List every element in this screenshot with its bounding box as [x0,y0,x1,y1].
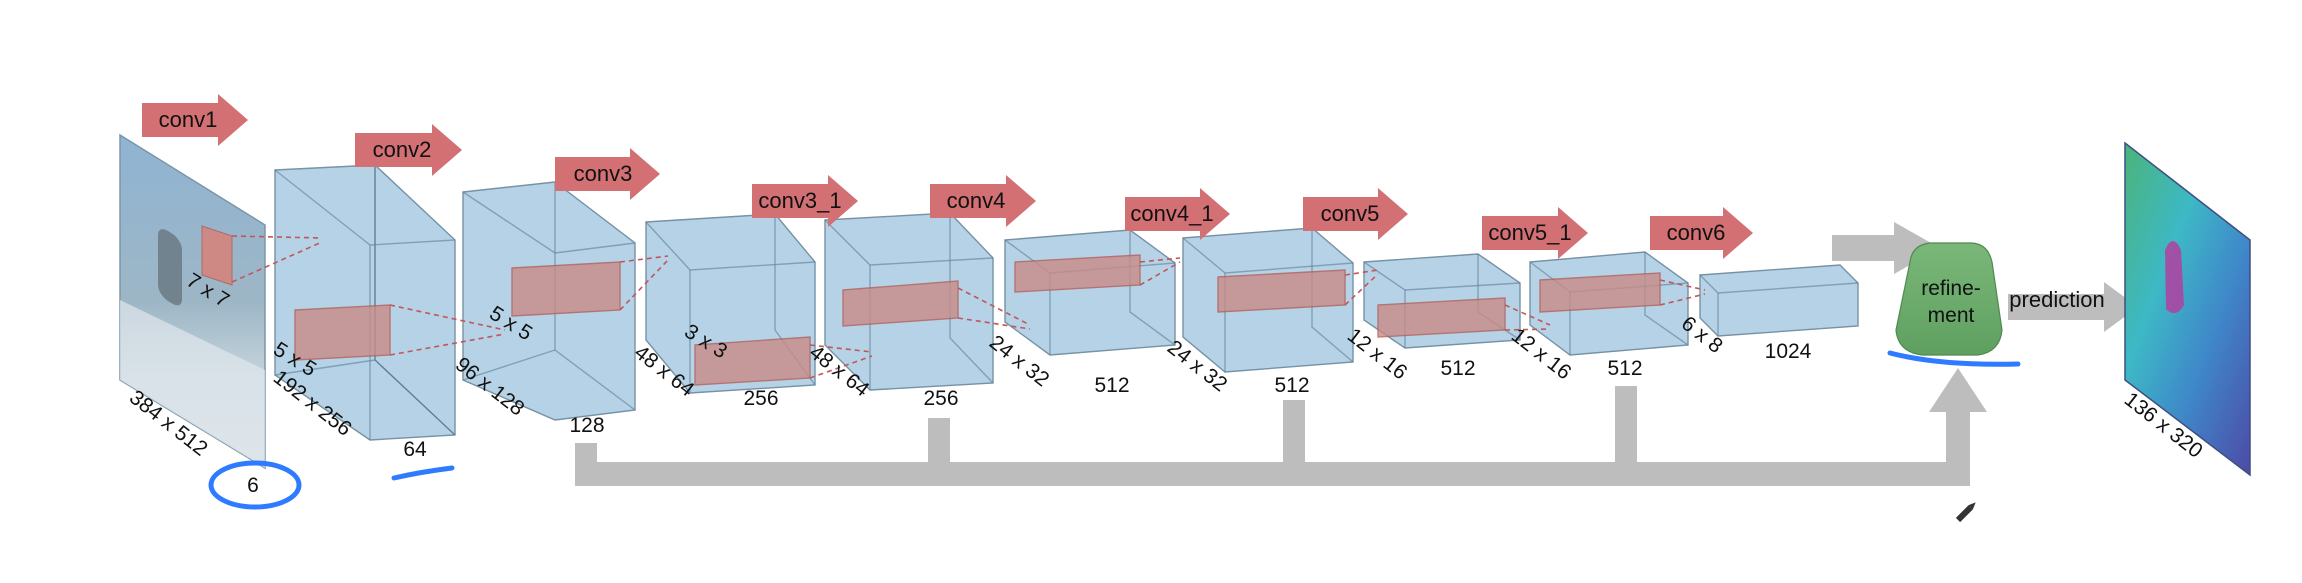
channels-conv5-1: 512 [1440,357,1475,380]
volume-conv4-1 [1004,229,1176,356]
volume-conv6 [1529,251,1689,356]
skip-connections [575,222,2138,486]
refinement-label-top: refine- [1921,277,1981,300]
label-conv5-1: conv5_1 [1488,220,1571,245]
channels-conv4: 256 [923,387,958,410]
label-conv2: conv2 [373,137,432,162]
feature-volumes [274,164,1859,441]
refinement-label-bottom: ment [1928,304,1975,327]
arrow-conv6 [1650,207,1753,259]
label-conv6: conv6 [1667,220,1726,245]
volume-final [1699,264,1859,337]
arrow-conv3-1 [752,175,858,227]
channels-conv5: 512 [1274,374,1309,397]
label-conv4: conv4 [947,188,1006,213]
output-depth-image [2124,141,2251,477]
label-conv3-1: conv3_1 [758,188,841,213]
pen-cursor-icon [1955,502,1976,523]
circle-annotation [208,460,302,510]
channels-conv6: 512 [1607,357,1642,380]
volume-conv3-1 [645,213,816,394]
arrow-conv4 [930,175,1036,227]
channel-labels: 6 64 128 256 256 512 512 512 512 1024 [247,340,1812,497]
volume-conv5-1 [1363,253,1521,349]
label-conv4-1: conv4_1 [1130,201,1213,226]
kernel-projections [231,235,1706,379]
underline-refinement [1887,350,2021,367]
channels-final: 1024 [1765,340,1812,363]
label-conv5: conv5 [1321,201,1380,226]
arrow-conv5-1 [1482,207,1588,259]
label-conv3: conv3 [574,161,633,186]
hand-annotations [208,350,2021,510]
volume-conv2 [274,164,456,441]
arrow-conv4-1 [1125,188,1230,240]
conv-arrow-labels: conv1 conv2 conv3 conv3_1 conv4 conv4_1 … [159,107,2105,312]
channels-conv2: 64 [403,438,427,461]
arrow-conv3 [555,148,660,200]
arrow-conv1 [142,94,248,146]
channels-conv4-1: 512 [1094,374,1129,397]
channels-conv3-1: 256 [743,387,778,410]
channels-conv3: 128 [569,414,604,437]
volume-conv5 [1182,227,1354,373]
input-image [119,133,266,470]
conv-arrows [142,94,1753,259]
underline-64 [391,465,455,481]
label-prediction: prediction [2009,287,2104,312]
label-conv1: conv1 [159,107,218,132]
volume-conv4 [824,212,994,391]
arrow-conv5 [1303,188,1408,240]
refinement-module: refine- ment [1895,242,2003,356]
arrow-conv2 [355,124,462,176]
channels-input: 6 [247,474,259,497]
